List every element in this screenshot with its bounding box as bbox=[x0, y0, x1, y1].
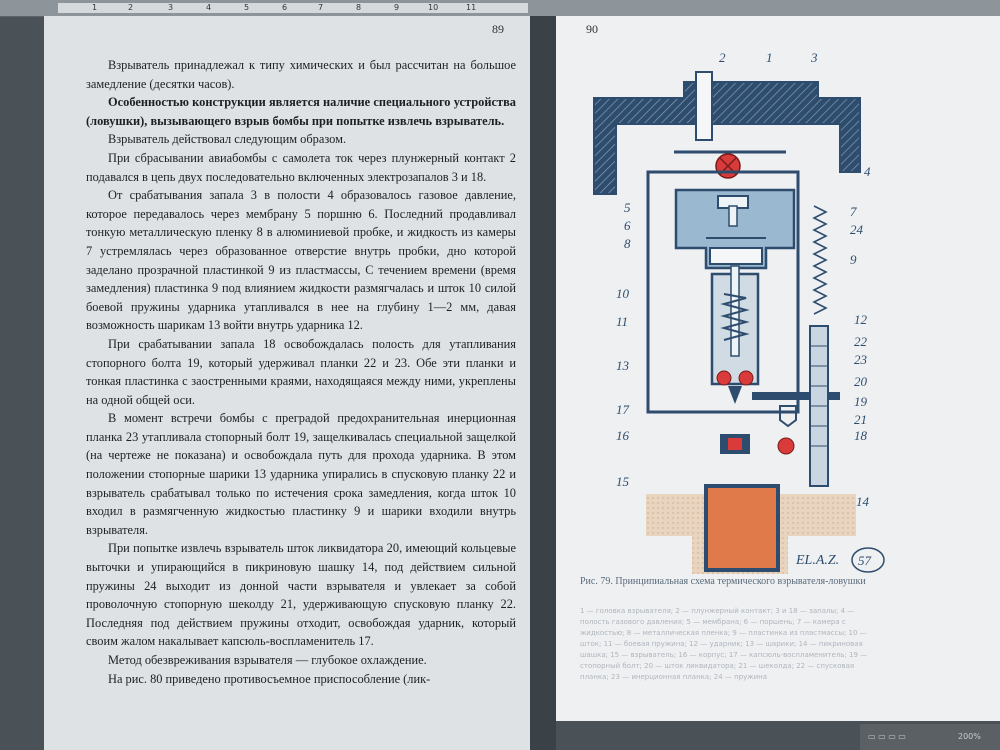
fig-label: 11 bbox=[616, 314, 628, 329]
paragraph: Взрыватель принадлежал к типу химических… bbox=[86, 58, 516, 91]
view-icons[interactable]: ▭ ▭ ▭ ▭ bbox=[868, 732, 906, 741]
page-text: Взрыватель принадлежал к типу химических… bbox=[86, 56, 516, 688]
paragraph: При срабатывании запала 18 освобождалась… bbox=[86, 336, 516, 407]
liquid-chamber bbox=[674, 188, 796, 270]
fig-label: 6 bbox=[624, 218, 631, 233]
fig-label: 7 bbox=[850, 204, 857, 219]
ruler-tick: 11 bbox=[466, 3, 477, 12]
paragraph: В момент встречи бомбы с преградой предо… bbox=[86, 411, 516, 537]
right-page[interactable]: 90 bbox=[556, 16, 1000, 721]
fig-label: 23 bbox=[854, 352, 868, 367]
striker-rod bbox=[730, 265, 740, 357]
fig-label: 5 bbox=[624, 200, 631, 215]
status-bar: ▭ ▭ ▭ ▭ 200% bbox=[860, 724, 1000, 750]
ball-13 bbox=[716, 370, 732, 386]
page-number: 90 bbox=[586, 22, 598, 36]
paragraph: Особенностью конструкции является наличи… bbox=[86, 95, 516, 128]
ruler-tick: 10 bbox=[428, 3, 439, 12]
fig-label: 3 bbox=[810, 50, 818, 65]
fig-label: 16 bbox=[616, 428, 630, 443]
horizontal-ruler: 1 2 3 4 5 6 7 8 9 10 11 bbox=[0, 0, 1000, 17]
fig-label: 15 bbox=[616, 474, 630, 489]
fuze-schematic-figure: 2 1 3 4 5 6 8 7 24 9 10 11 12 22 23 13 2… bbox=[593, 50, 885, 574]
fuze-body bbox=[646, 170, 800, 414]
inertia-plank bbox=[779, 405, 797, 428]
fig-label: 4 bbox=[864, 164, 871, 179]
mainspring bbox=[720, 293, 750, 341]
fig-label: 8 bbox=[624, 236, 631, 251]
left-page[interactable]: 89 Взрыватель принадлежал к типу химичес… bbox=[44, 16, 530, 750]
fig-label: 17 bbox=[616, 402, 630, 417]
fig-label: 21 bbox=[854, 412, 867, 427]
fig-label: 12 bbox=[854, 312, 868, 327]
ruler-tick: 4 bbox=[206, 3, 212, 12]
ruler-tick: 2 bbox=[128, 3, 134, 12]
striker-tip bbox=[728, 386, 742, 404]
ruler-track bbox=[58, 3, 528, 13]
fig-label: 14 bbox=[856, 494, 870, 509]
piston-stem bbox=[728, 205, 738, 227]
fig-label: 19 bbox=[854, 394, 868, 409]
paragraph: Метод обезвреживания взрывателя — глубок… bbox=[108, 653, 427, 667]
ruler-tick: 7 bbox=[318, 3, 324, 12]
plastic-plate bbox=[709, 247, 763, 265]
plunger-contact bbox=[695, 71, 713, 141]
ruler-tick: 5 bbox=[244, 3, 250, 12]
figure-legend: 1 — головка взрывателя; 2 — плунжерный к… bbox=[580, 607, 868, 681]
paragraph: На рис. 80 приведено противосъемное прис… bbox=[108, 671, 431, 686]
signature: EL.A.Z. bbox=[795, 553, 839, 568]
page-gap bbox=[530, 16, 556, 750]
paragraph: Взрыватель действовал следующим образом. bbox=[108, 132, 347, 147]
zoom-level[interactable]: 200% bbox=[958, 732, 981, 741]
ruler-tick: 1 bbox=[92, 3, 98, 12]
paragraph: От срабатывания запала 3 в полости 4 обр… bbox=[86, 188, 516, 333]
booster-cup bbox=[704, 484, 780, 572]
ball-13 bbox=[738, 370, 754, 386]
ruler-tick: 6 bbox=[282, 3, 288, 12]
paragraph: При сбрасывании авиабомбы с самолета ток… bbox=[86, 150, 516, 184]
igniter-18 bbox=[777, 437, 795, 455]
ruler-tick: 3 bbox=[168, 3, 174, 12]
fig-label: 2 bbox=[719, 50, 726, 65]
fig-label: 1 bbox=[766, 50, 773, 65]
page-number: 89 bbox=[492, 22, 504, 36]
ruler-tick: 9 bbox=[394, 3, 400, 12]
fig-label: 10 bbox=[616, 286, 630, 301]
primer-capsule-inner bbox=[728, 438, 742, 450]
ruler-tick: 8 bbox=[356, 3, 362, 12]
paragraph: При попытке извлечь взрыватель шток ликв… bbox=[86, 541, 516, 649]
fig-label: 20 bbox=[854, 374, 868, 389]
stamp-number: 57 bbox=[858, 553, 872, 568]
release-plank bbox=[752, 392, 840, 400]
fig-label: 18 bbox=[854, 428, 868, 443]
fig-label: 22 bbox=[854, 334, 868, 349]
stamp-circle bbox=[851, 547, 885, 573]
fig-label: 24 bbox=[850, 222, 864, 237]
fig-label: 9 bbox=[850, 252, 857, 267]
figure-caption: Рис. 79. Принципиальная схема термическо… bbox=[580, 576, 866, 587]
fig-label: 13 bbox=[616, 358, 630, 373]
fuze-head bbox=[593, 81, 861, 195]
spring-24 bbox=[812, 205, 828, 315]
